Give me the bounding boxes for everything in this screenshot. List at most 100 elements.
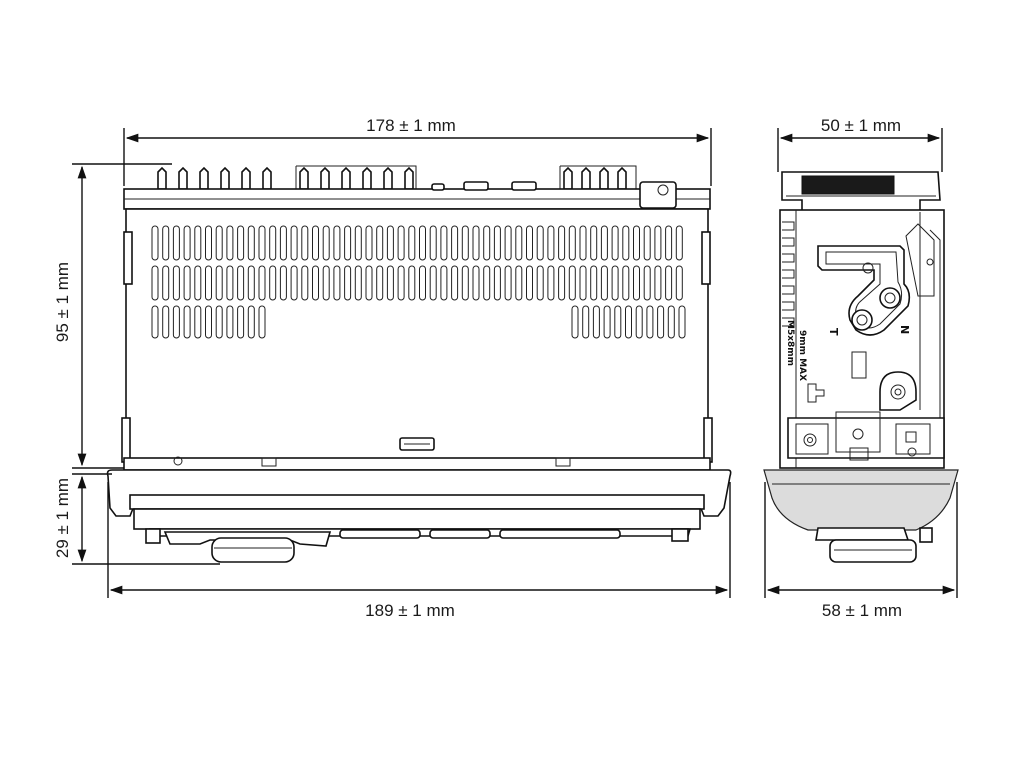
vent-slot <box>322 265 330 301</box>
vent-slot <box>269 265 277 301</box>
side-slot <box>782 253 795 263</box>
vent-slot <box>429 265 437 301</box>
vent-slot <box>667 305 675 339</box>
vent-slot <box>215 265 223 301</box>
vent-slot <box>654 225 662 261</box>
vent-slot <box>493 265 501 301</box>
vent-slot <box>419 265 426 301</box>
fin <box>581 166 591 190</box>
vent-slot <box>215 305 223 339</box>
vent-slot <box>600 265 608 301</box>
fin <box>299 166 309 190</box>
side-letter-n: N <box>898 325 911 334</box>
vent-slot <box>451 265 459 301</box>
fin <box>199 166 209 190</box>
screw-spec-line2: M5x8mm <box>785 320 795 366</box>
vent-slot <box>354 225 362 261</box>
vent-slot <box>590 225 598 261</box>
vent-slot <box>247 305 255 339</box>
vent-slot <box>162 225 170 261</box>
vent-slot <box>215 225 223 261</box>
vent-slot <box>558 225 566 261</box>
vent-slot <box>504 225 512 261</box>
vent-slot <box>472 225 480 261</box>
vent-slot <box>237 305 245 339</box>
vent-slot <box>579 265 587 301</box>
vent-slot <box>646 305 654 339</box>
fin <box>320 166 330 190</box>
vent-slot <box>376 225 384 261</box>
vent-slot <box>183 225 191 261</box>
vent-slot <box>408 225 416 261</box>
vent-slot <box>611 265 619 301</box>
fin <box>599 166 609 190</box>
screw-spec-line1: 9mm MAX <box>797 330 807 381</box>
volume-knob <box>211 537 295 563</box>
screw-icon <box>807 383 825 403</box>
label-body-height: 95 ± 1 mm <box>53 262 72 342</box>
vent-slot <box>397 265 405 301</box>
vent-slot <box>162 265 170 301</box>
vent-slot <box>440 265 448 301</box>
vent-slot <box>483 225 491 261</box>
vent-slot <box>678 305 686 339</box>
vent-slot <box>483 265 491 301</box>
vent-slot <box>461 265 469 301</box>
fin <box>341 166 351 190</box>
vent-slot <box>333 225 341 261</box>
vent-slot <box>504 265 512 301</box>
side-slot <box>782 221 795 231</box>
label-front-width: 178 ± 1 mm <box>366 116 456 135</box>
vent-slot <box>493 225 501 261</box>
vent-slot <box>376 265 384 301</box>
dimension-labels: 178 ± 1 mm 50 ± 1 mm 95 ± 1 mm 29 ± 1 mm… <box>53 116 902 620</box>
vent-slot <box>205 305 212 339</box>
vent-slot <box>162 305 170 339</box>
front-panel <box>106 469 732 563</box>
vent-slot <box>151 265 159 301</box>
vent-slot <box>237 265 245 301</box>
vent-slot <box>279 225 287 261</box>
side-slot <box>782 269 795 279</box>
vent-slot <box>622 265 630 301</box>
vent-slot <box>515 265 523 301</box>
vent-slot <box>472 265 480 301</box>
vent-slot <box>172 225 180 261</box>
heatsink-fins <box>157 165 637 190</box>
vent-slot <box>592 305 600 339</box>
vent-slot <box>258 305 266 339</box>
vent-slot <box>386 225 394 261</box>
vent-slot <box>151 225 159 261</box>
vent-slot <box>536 225 544 261</box>
vent-slot <box>622 225 630 261</box>
vent-slot <box>614 305 622 339</box>
vent-slot <box>657 305 665 339</box>
fin <box>617 166 627 190</box>
vent-slot <box>226 225 234 261</box>
fin <box>220 166 230 190</box>
vent-slot <box>194 305 202 339</box>
side-connector <box>801 175 895 195</box>
vent-slot <box>571 305 579 339</box>
fin <box>362 166 372 190</box>
vent-slot <box>654 265 662 301</box>
side-letter-t-upper: T <box>827 328 840 336</box>
vent-slot <box>461 225 469 261</box>
vent-slot <box>279 265 287 301</box>
vent-slot <box>633 225 640 261</box>
fin <box>157 166 167 190</box>
fin <box>262 166 272 190</box>
side-slot <box>782 301 795 311</box>
vent-slot <box>635 305 643 339</box>
vent-slot <box>526 225 533 261</box>
vent-slot <box>547 265 555 301</box>
front-view <box>106 165 732 563</box>
side-slot <box>782 285 795 295</box>
vent-slot <box>429 225 437 261</box>
vent-slot <box>301 225 309 261</box>
fin <box>383 166 393 190</box>
dimension-lines <box>72 128 958 598</box>
vent-slot <box>312 265 319 301</box>
label-panel-height: 29 ± 1 mm <box>53 478 72 558</box>
vent-slot <box>440 225 448 261</box>
